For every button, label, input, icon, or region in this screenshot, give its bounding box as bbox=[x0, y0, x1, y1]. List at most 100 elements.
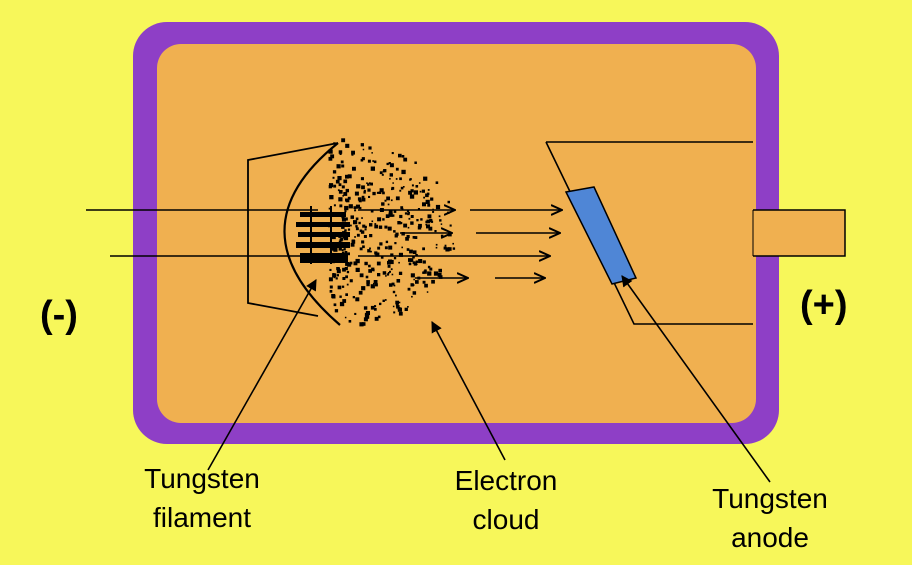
electron-dot bbox=[399, 189, 402, 192]
electron-dot bbox=[408, 211, 410, 214]
electron-dot bbox=[376, 261, 381, 266]
electron-dot bbox=[338, 235, 341, 238]
electron-dot bbox=[425, 199, 430, 204]
electron-dot bbox=[336, 164, 341, 169]
electron-dot bbox=[393, 311, 396, 314]
electron-dot bbox=[382, 271, 387, 275]
anode-label-line2: anode bbox=[731, 522, 809, 553]
electron-dot bbox=[376, 191, 379, 194]
electron-dot bbox=[365, 311, 370, 316]
electron-dot bbox=[361, 195, 365, 199]
electron-cloud-dots bbox=[328, 138, 456, 327]
electron-dot bbox=[395, 167, 399, 171]
electron-dot bbox=[422, 280, 426, 284]
focusing-cup-curve bbox=[283, 142, 341, 326]
electron-dot bbox=[398, 301, 401, 304]
electron-dot bbox=[420, 218, 423, 221]
cloud-label-line1: Electron bbox=[455, 465, 558, 496]
electron-dot bbox=[341, 164, 345, 168]
electron-dot bbox=[361, 322, 366, 326]
electron-dot bbox=[452, 242, 454, 245]
electron-dot bbox=[422, 202, 426, 207]
cloud-pointer-arrow bbox=[431, 321, 506, 461]
electron-dot bbox=[391, 273, 394, 276]
electron-dot bbox=[344, 236, 349, 241]
electron-dot bbox=[359, 229, 363, 233]
electron-dot bbox=[407, 287, 411, 291]
electron-dot bbox=[418, 182, 421, 184]
electron-dot bbox=[367, 159, 371, 163]
electron-dot bbox=[440, 234, 444, 238]
electron-dot bbox=[328, 277, 333, 282]
electron-dot bbox=[407, 226, 410, 229]
tube-interior bbox=[157, 44, 756, 423]
electron-dot bbox=[361, 240, 365, 244]
electron-dot bbox=[419, 190, 422, 193]
electron-dot bbox=[353, 261, 358, 266]
electron-dot bbox=[375, 252, 380, 257]
electron-dot bbox=[341, 251, 345, 255]
electron-dot bbox=[347, 174, 352, 179]
electron-dot bbox=[381, 202, 385, 206]
electron-dot bbox=[337, 176, 342, 181]
electron-dot bbox=[393, 284, 396, 287]
electron-dot bbox=[410, 215, 414, 218]
electron-dot bbox=[355, 297, 360, 302]
electron-dot bbox=[332, 176, 335, 179]
electron-dot bbox=[355, 225, 358, 228]
electron-dot bbox=[392, 305, 395, 308]
electron-dot bbox=[435, 243, 438, 246]
electron-dot bbox=[427, 214, 432, 219]
electron-dot bbox=[407, 306, 409, 308]
electron-dot bbox=[328, 207, 331, 210]
electron-dot bbox=[367, 249, 371, 253]
electron-dot bbox=[415, 185, 419, 188]
electron-dot bbox=[394, 234, 398, 238]
electron-dot bbox=[388, 245, 393, 250]
electron-dot bbox=[344, 205, 349, 211]
electron-dot bbox=[351, 150, 355, 155]
electron-dot bbox=[449, 224, 452, 227]
electron-dot bbox=[388, 162, 391, 165]
electron-dot bbox=[401, 208, 404, 211]
anode-pointer-arrow bbox=[621, 275, 771, 483]
electron-dot bbox=[409, 258, 414, 262]
electron-dot bbox=[345, 174, 349, 179]
electron-dot bbox=[393, 257, 397, 260]
electron-dot bbox=[438, 215, 441, 218]
electron-dot bbox=[389, 283, 393, 287]
electron-dot bbox=[410, 283, 414, 287]
electron-dot bbox=[341, 138, 346, 143]
electron-dot bbox=[336, 274, 339, 277]
electron-dot bbox=[344, 217, 348, 221]
electron-dot bbox=[384, 246, 388, 250]
electron-dot bbox=[387, 264, 391, 268]
electron-dot bbox=[370, 182, 373, 186]
electron-dot bbox=[395, 232, 399, 236]
electron-dot bbox=[377, 246, 381, 250]
electron-dot bbox=[423, 196, 425, 199]
electron-dot bbox=[344, 267, 348, 271]
electron-dot bbox=[329, 285, 333, 289]
electron-dot bbox=[331, 259, 335, 264]
electron-dot bbox=[389, 270, 391, 273]
electron-dot bbox=[409, 194, 415, 199]
electron-dot bbox=[338, 183, 342, 187]
electron-dot bbox=[329, 183, 334, 188]
electron-dot bbox=[339, 204, 343, 208]
electron-dot bbox=[374, 223, 377, 225]
electron-dot bbox=[374, 316, 379, 321]
electron-dot bbox=[361, 217, 363, 219]
electron-dot bbox=[447, 200, 450, 204]
electron-dot bbox=[394, 242, 397, 245]
electron-dot bbox=[368, 182, 371, 185]
electron-dot bbox=[401, 246, 403, 249]
electron-beam-arrows bbox=[358, 210, 562, 278]
electron-dot bbox=[377, 217, 382, 222]
anode-polarity-label: (+) bbox=[800, 284, 848, 326]
electron-dot bbox=[409, 249, 413, 254]
electron-dot bbox=[330, 196, 333, 199]
electron-dot bbox=[432, 210, 435, 213]
electron-dot bbox=[330, 247, 334, 251]
electron-dot bbox=[437, 272, 442, 277]
